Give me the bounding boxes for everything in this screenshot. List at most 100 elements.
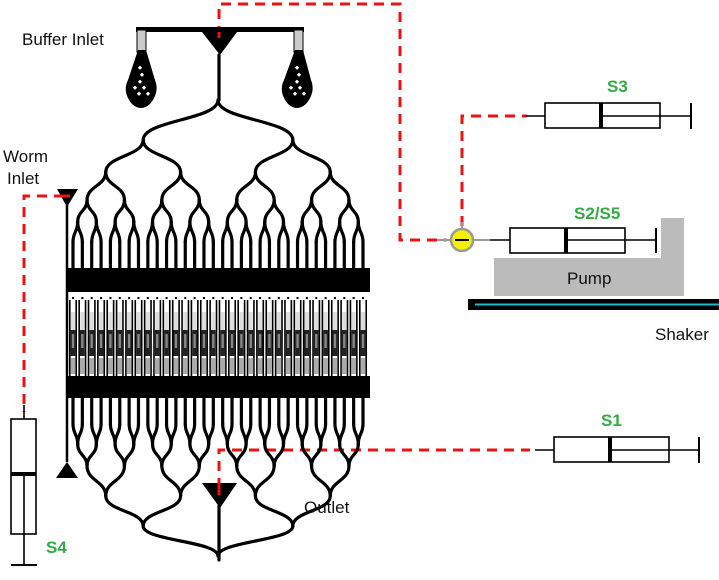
trap-channel bbox=[359, 292, 367, 376]
channel-branch bbox=[319, 422, 328, 446]
channel-branch bbox=[169, 220, 178, 244]
buffer-inlet-label: Buffer Inlet bbox=[22, 30, 104, 49]
channel-branch bbox=[160, 464, 183, 498]
channel-branch bbox=[122, 442, 136, 468]
channel-branch bbox=[309, 198, 323, 224]
channel-branch bbox=[160, 170, 183, 202]
channel-branch bbox=[104, 464, 127, 498]
channel-branch bbox=[94, 220, 103, 244]
channel-branch bbox=[207, 422, 215, 446]
worm-inlet-label-line1: Worm bbox=[3, 147, 48, 166]
channel-branch bbox=[272, 442, 286, 468]
trap-channel bbox=[293, 292, 302, 376]
channel-branch bbox=[113, 422, 122, 446]
channel-branch bbox=[225, 198, 239, 224]
channel-branch bbox=[281, 422, 290, 446]
trap-channel bbox=[340, 292, 349, 376]
channel-branch bbox=[338, 442, 351, 468]
trap-channel bbox=[153, 292, 162, 376]
channel-branch bbox=[188, 220, 197, 244]
channel-branch bbox=[207, 220, 215, 244]
channel-branch bbox=[328, 170, 351, 202]
channel-branch bbox=[235, 442, 248, 468]
upper-bus-bar bbox=[66, 268, 370, 292]
channel-branch bbox=[188, 198, 201, 224]
worm-inlet-port bbox=[56, 189, 78, 478]
worm-inlet-label-line2: Inlet bbox=[7, 169, 39, 188]
channel-branch bbox=[216, 524, 295, 558]
channel-branch bbox=[113, 220, 122, 244]
trap-channel bbox=[265, 292, 274, 376]
outlet-port bbox=[202, 483, 237, 562]
channel-branch bbox=[178, 464, 201, 498]
trap-channel bbox=[312, 292, 321, 376]
channel-branch bbox=[347, 198, 360, 224]
syringe-s3[interactable]: S3 bbox=[526, 77, 692, 129]
trap-channel bbox=[134, 292, 143, 376]
channel-branch bbox=[309, 442, 323, 468]
channel-branch bbox=[85, 442, 98, 468]
trap-channel bbox=[330, 292, 339, 376]
trap-channel bbox=[181, 292, 190, 376]
trap-channel bbox=[256, 292, 265, 376]
syringe-s2-s5[interactable]: S2/S5 bbox=[490, 204, 657, 254]
channel-branch bbox=[132, 220, 141, 244]
syringe-s4[interactable]: S4 bbox=[10, 405, 67, 566]
channel-branch bbox=[76, 422, 84, 446]
channel-branch bbox=[263, 442, 276, 468]
channel-branch bbox=[300, 442, 314, 468]
syringe-s1[interactable]: S1 bbox=[535, 411, 700, 463]
channel-branch bbox=[141, 98, 220, 142]
channel-branch bbox=[272, 198, 286, 224]
channel-branch bbox=[300, 422, 309, 446]
channel-branch bbox=[178, 170, 201, 202]
channel-branch bbox=[225, 220, 234, 244]
trap-channel bbox=[171, 292, 180, 376]
three-way-valve[interactable] bbox=[437, 222, 490, 253]
tubing-worm-inlet-to-s4 bbox=[22, 194, 64, 412]
channel-branch bbox=[281, 220, 290, 244]
channel-branch bbox=[141, 524, 220, 558]
trap-channel bbox=[78, 292, 87, 376]
trap-channel bbox=[228, 292, 237, 376]
channel-branch bbox=[76, 442, 89, 468]
channel-branch bbox=[85, 198, 98, 224]
channel-branch bbox=[132, 422, 141, 446]
channel-branch bbox=[235, 170, 258, 202]
channel-branch bbox=[225, 422, 234, 446]
upper-distribution-tree bbox=[71, 98, 365, 270]
channel-branch bbox=[122, 198, 136, 224]
trap-channel bbox=[106, 292, 115, 376]
channel-branch bbox=[356, 220, 365, 244]
tubing-buffer-to-valve bbox=[217, 2, 446, 242]
channel-branch bbox=[85, 170, 108, 202]
channel-branch bbox=[160, 442, 173, 468]
channel-branch bbox=[188, 442, 201, 468]
trap-channel bbox=[302, 292, 311, 376]
channel-branch bbox=[197, 442, 211, 468]
channel-branch bbox=[328, 464, 351, 498]
trap-channel bbox=[199, 292, 208, 376]
trap-channel-array bbox=[69, 292, 367, 376]
channel-branch bbox=[356, 422, 365, 446]
channel-branch bbox=[141, 138, 183, 174]
channel-branch bbox=[235, 198, 248, 224]
channel-branch bbox=[338, 198, 351, 224]
channel-branch bbox=[253, 464, 276, 498]
tubing-valve-to-s3 bbox=[460, 114, 527, 226]
channel-branch bbox=[197, 198, 211, 224]
channel-branch bbox=[76, 220, 84, 244]
worm-inlet-terminal bbox=[56, 462, 78, 478]
channel-branch bbox=[76, 198, 89, 224]
trap-channel bbox=[237, 292, 246, 376]
channel-branch bbox=[94, 422, 103, 446]
lower-bus-bar bbox=[66, 376, 370, 398]
tubing-lines bbox=[22, 2, 530, 488]
trap-channel bbox=[218, 292, 227, 376]
buffer-inlet-manifold bbox=[125, 27, 313, 108]
lower-collection-tree bbox=[71, 396, 365, 558]
channel-branch bbox=[113, 198, 127, 224]
channel-branch bbox=[338, 422, 346, 446]
channel-branch bbox=[253, 494, 295, 528]
